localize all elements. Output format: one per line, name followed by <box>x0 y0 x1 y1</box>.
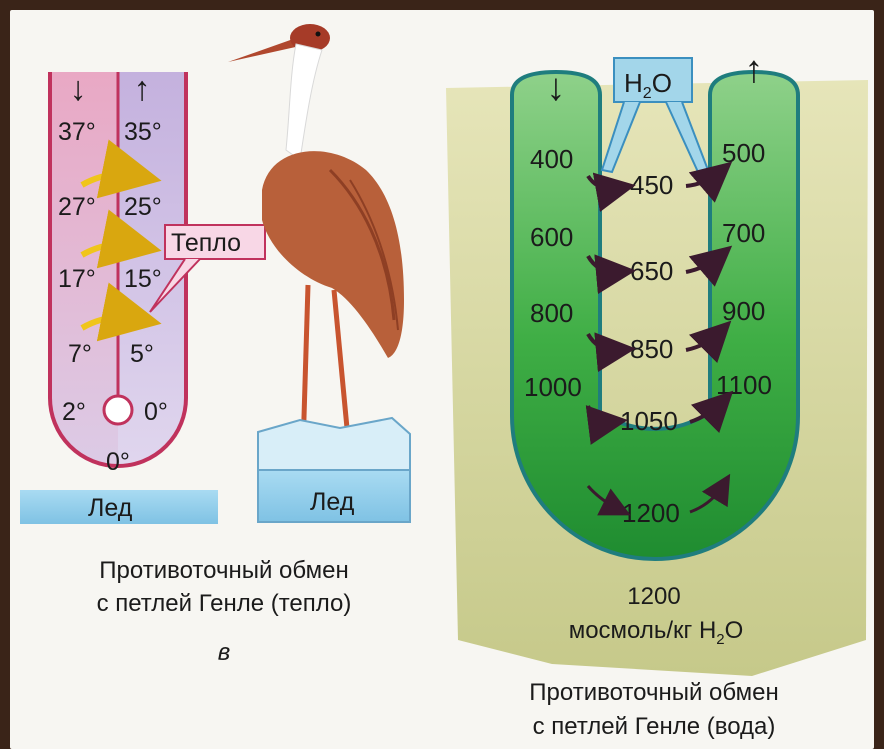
ascending-value-4: 1100 <box>716 370 772 400</box>
heat-temp-left-2: 27° <box>58 193 96 221</box>
heat-flow-down-arrow: ↓ <box>70 70 87 108</box>
heat-temp-right-5: 0° <box>144 398 168 426</box>
water-caption-line-2: с петлей Генле (вода) <box>533 713 776 740</box>
descending-value-1: 400 <box>530 144 573 174</box>
heat-exchange-panel: ↓ ↑ 37° 35° 27° 25° 17° 15° 7° 5° 2° 0° … <box>20 24 410 666</box>
descending-value-4: 1000 <box>524 372 582 402</box>
ascending-value-3: 900 <box>722 296 765 326</box>
heat-tube-bend-hole <box>104 396 132 424</box>
interstitial-value-3: 850 <box>630 334 673 364</box>
heat-temp-bottom: 0° <box>106 448 130 476</box>
water-flow-down-arrow: ↓ <box>547 67 566 109</box>
heat-temp-left-1: 37° <box>58 118 96 146</box>
interstitial-value-1: 450 <box>630 170 673 200</box>
ascending-value-2: 700 <box>722 218 765 248</box>
ascending-value-1: 500 <box>722 138 765 168</box>
heat-caption-line-2: с петлей Генле (тепло) <box>97 590 352 617</box>
heat-caption-line-1: Противоточный обмен <box>99 557 348 584</box>
interstitial-value-4: 1050 <box>620 406 678 436</box>
ice-label-left: Лед <box>88 494 133 522</box>
descending-value-3: 800 <box>530 298 573 328</box>
interstitial-value-2: 650 <box>630 256 673 286</box>
water-caption-line-1: Противоточный обмен <box>529 679 778 706</box>
heat-temp-right-4: 5° <box>130 340 154 368</box>
heat-temp-right-3: 15° <box>124 265 162 293</box>
heat-temp-left-4: 7° <box>68 340 92 368</box>
water-exchange-panel: ↓ ↑ H2O 400 600 800 1000 450 650 850 105… <box>446 49 868 740</box>
loop-bottom-value: 1200 <box>622 498 680 528</box>
panel-letter: в <box>218 639 231 666</box>
heat-temp-left-5: 2° <box>62 398 86 426</box>
descending-value-2: 600 <box>530 222 573 252</box>
heat-flow-up-arrow: ↑ <box>134 70 151 108</box>
heat-label: Тепло <box>171 229 241 257</box>
heat-temp-left-3: 17° <box>58 265 96 293</box>
ice-label-right: Лед <box>310 488 355 516</box>
heat-temp-right-1: 35° <box>124 118 162 146</box>
tissue-osmolarity-value: 1200 <box>627 583 680 610</box>
heat-temp-right-2: 25° <box>124 193 162 221</box>
water-flow-up-arrow: ↑ <box>745 49 764 91</box>
